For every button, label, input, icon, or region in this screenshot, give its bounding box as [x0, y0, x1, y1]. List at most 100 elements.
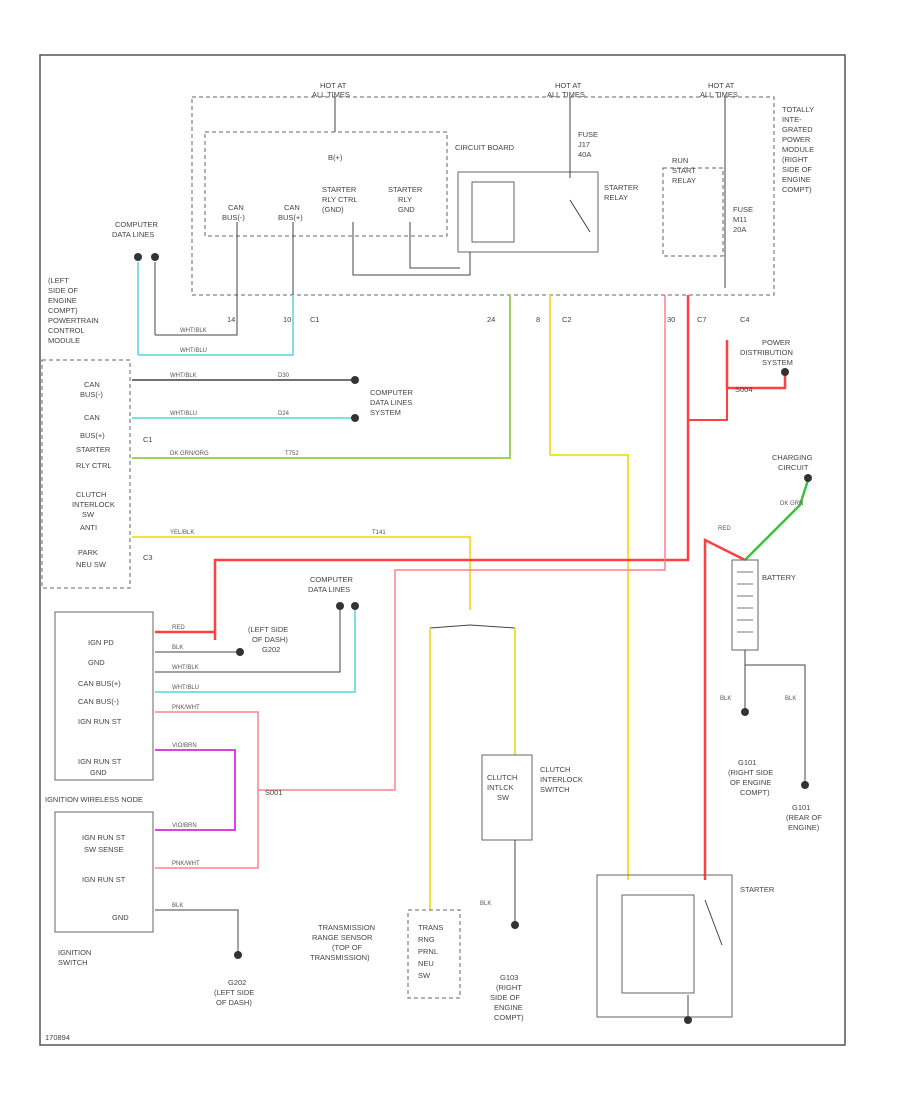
pcm-4: POWERTRAIN [48, 316, 99, 325]
tipm-l0: TOTALLY [782, 105, 814, 114]
label-hot2-b: ALL TIMES [547, 90, 585, 99]
pcm-canm-1: BUS(-) [80, 390, 103, 399]
g103-1: (RIGHT [496, 983, 522, 992]
pcm-0: (LEFT [48, 276, 69, 285]
trs-3: TRANSMISSION) [310, 953, 370, 962]
charging-1: CIRCUIT [778, 463, 809, 472]
label-hot3-a: HOT AT [708, 81, 735, 90]
tipm-l4: MODULE [782, 145, 814, 154]
clutch-sw-0: CLUTCH [540, 765, 570, 774]
cb-src-2: (GND) [322, 205, 344, 214]
run-start-0: RUN [672, 156, 688, 165]
wl-whtblk-1: WHT/BLK [180, 328, 207, 334]
starter-relay-0: STARTER [604, 183, 639, 192]
left-dash-0: (LEFT SIDE [248, 625, 288, 634]
trs-0: TRANSMISSION [318, 923, 375, 932]
pnk-wht-loop [155, 711, 259, 869]
cb-src-0: STARTER [322, 185, 357, 194]
cb-canp-0: CAN [284, 203, 300, 212]
clutch-switch-contact [429, 624, 516, 629]
wl-pnkwht-1: PNK/WHT [172, 705, 200, 711]
g202-2: OF DASH) [216, 998, 252, 1007]
pcm-6: MODULE [48, 336, 80, 345]
wl-whtblu-3: WHT/BLU [172, 685, 199, 691]
charging-0: CHARGING [772, 453, 813, 462]
ign-node-box [54, 611, 154, 781]
pcm-pk-0: ANTI [80, 523, 97, 532]
g103-4: COMPT) [494, 1013, 524, 1022]
red-feed-1 [213, 295, 690, 640]
pcm-box [41, 359, 131, 589]
wl-yelblk: YEL/BLK [170, 530, 194, 536]
left-dash-2: G202 [262, 645, 280, 654]
clutch-in-0: CLUTCH [487, 773, 517, 782]
pcm-canp-0: CAN [84, 413, 100, 422]
pin-8: 8 [536, 315, 540, 324]
conn-c7: C7 [697, 315, 707, 324]
wl-red-2: RED [718, 526, 731, 532]
sw-pin-1: SW SENSE [84, 845, 124, 854]
splice-s001: S001 [265, 788, 283, 797]
tipm-l7: ENGINE [782, 175, 811, 184]
conn-c1a: C1 [310, 315, 320, 324]
sw-pin-3: GND [112, 913, 129, 922]
wl-whtblk-3: WHT/BLK [172, 665, 199, 671]
ign-switch-1: SWITCH [58, 958, 88, 967]
wl-whtblu-2: WHT/BLU [170, 411, 197, 417]
g103-0: G103 [500, 973, 518, 982]
pin-14: 14 [227, 315, 235, 324]
sw-pin-2: IGN RUN ST [82, 875, 126, 884]
g101-0: G101 [738, 758, 756, 767]
conn-c1b: C1 [143, 435, 153, 444]
can-minus-wire [155, 295, 238, 336]
pcm-st-0: STARTER [76, 445, 111, 454]
ign-switch-gnd [155, 909, 239, 955]
label-bplus: B(+) [328, 153, 343, 162]
battery-neg-2 [745, 664, 806, 785]
label-hot2-a: HOT AT [555, 81, 582, 90]
cb-canm-1: BUS(-) [222, 213, 245, 222]
clutch-in-1: INTLCK [487, 783, 514, 792]
cdl1-0: COMPUTER [115, 220, 159, 229]
red-pdc-2 [688, 388, 728, 421]
tipm-l3: POWER [782, 135, 811, 144]
trs-in-1: RNG [418, 935, 435, 944]
starter-box [596, 874, 733, 1018]
ign-switch-box [54, 811, 154, 933]
clutch-sw-1: INTERLOCK [540, 775, 583, 784]
label-starter: STARTER [740, 885, 775, 894]
pcm-canp-1: BUS(+) [80, 431, 105, 440]
conn-c3: C3 [143, 553, 153, 562]
label-battery: BATTERY [762, 573, 796, 582]
tipm-box [191, 96, 775, 296]
ign-pin-3: CAN BUS(-) [78, 697, 119, 706]
pin-10: 10 [283, 315, 291, 324]
diagram-frame [39, 54, 846, 1046]
run-start-2: RELAY [672, 176, 696, 185]
circuit-board-box [204, 131, 448, 237]
g103-3: ENGINE [494, 1003, 523, 1012]
pcm-cl-2: SW [82, 510, 95, 519]
sw-pin-0: IGN RUN ST [82, 833, 126, 842]
fuse-lo-2: 20A [733, 225, 746, 234]
pdc-1: DISTRIBUTION [740, 348, 793, 357]
g101-1: (RIGHT SIDE [728, 768, 773, 777]
wl-dkgrn: DK GRN [780, 501, 803, 507]
wl-viobrn-1: VIO/BRN [172, 743, 197, 749]
wl-blk-2: BLK [172, 903, 183, 909]
tipm-l6: SIDE OF [782, 165, 812, 174]
cb-canm-0: CAN [228, 203, 244, 212]
pcm-st-1: RLY CTRL [76, 461, 112, 470]
wl-d24: D24 [278, 411, 290, 417]
cb-srg-0: STARTER [388, 185, 423, 194]
g101b-1: (REAR OF [786, 813, 822, 822]
pcm-pk-2: NEU SW [76, 560, 107, 569]
wl-blk-3: BLK [720, 696, 731, 702]
label-hot1-b: ALL TIMES [312, 90, 350, 99]
cdls-1: DATA LINES [370, 398, 412, 407]
ign-pin-4: IGN RUN ST [78, 717, 122, 726]
g101-3: COMPT) [740, 788, 770, 797]
pnk-to-pcm [258, 578, 396, 791]
fuse-lo-1: M11 [733, 215, 747, 224]
tipm-l2: GRATED [782, 125, 813, 134]
